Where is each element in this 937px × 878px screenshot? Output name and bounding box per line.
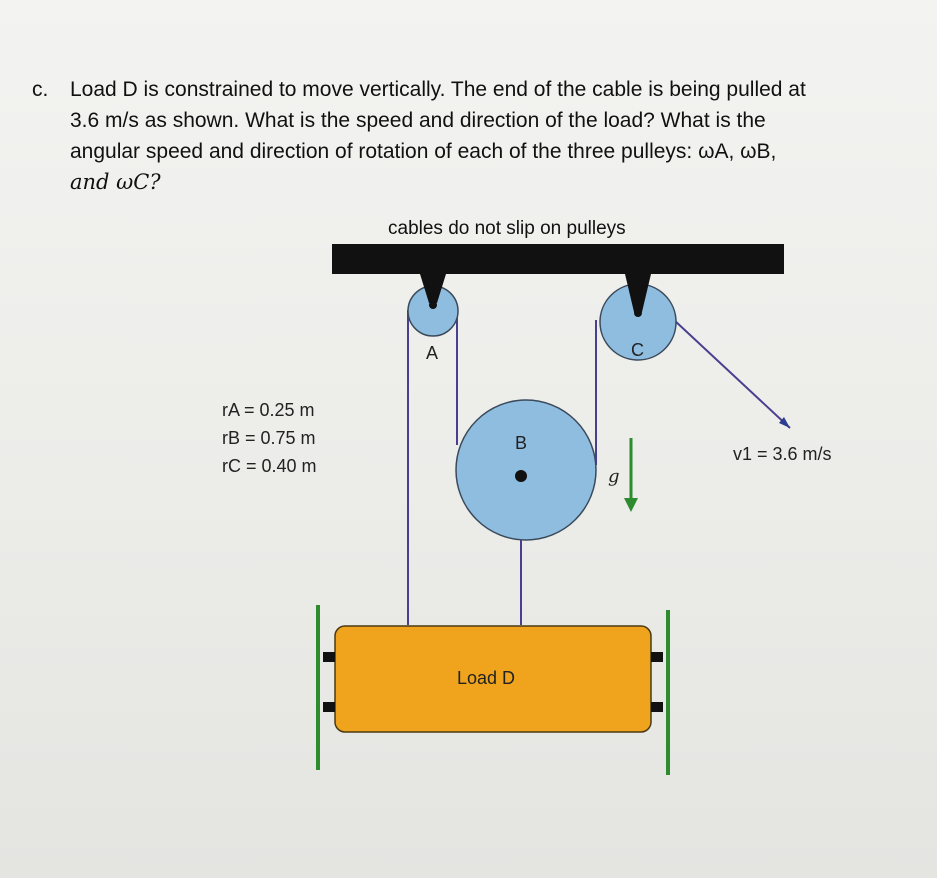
pulley-b-label: B — [515, 433, 527, 453]
problem-line-4: and ωC? — [70, 170, 161, 194]
pulley-a-label: A — [426, 343, 438, 363]
radius-c-label: rC = 0.40 m — [222, 456, 317, 476]
radius-a-label: rA = 0.25 m — [222, 400, 315, 420]
radius-b-label: rB = 0.75 m — [222, 428, 316, 448]
load-label: Load D — [457, 668, 515, 688]
gravity-arrow-icon — [624, 498, 638, 512]
pulley-c-label: C — [631, 340, 644, 360]
problem-statement: c. Load D is constrained to move vertica… — [32, 74, 912, 198]
pulley-c-bracket — [625, 274, 651, 312]
left-roller-top — [323, 652, 335, 662]
velocity-label: v1 = 3.6 m/s — [733, 444, 832, 464]
pulley-a-bracket — [420, 274, 446, 303]
gravity-label: g — [608, 466, 620, 487]
velocity-arrowhead-icon — [779, 417, 790, 428]
pulley-b — [455, 399, 597, 541]
left-roller-bottom — [323, 702, 335, 712]
right-roller-bottom — [651, 702, 663, 712]
load-d — [334, 625, 652, 733]
diagram-caption: cables do not slip on pulleys — [388, 218, 626, 239]
problem-label: c. — [32, 78, 49, 101]
problem-line-2: 3.6 m/s as shown. What is the speed and … — [70, 109, 766, 132]
pulley-c-axle — [634, 309, 642, 317]
problem-line-1: Load D is constrained to move vertically… — [70, 78, 806, 101]
ceiling-support — [332, 244, 784, 274]
pulley-b-axle — [515, 470, 527, 482]
problem-line-3: angular speed and direction of rotation … — [70, 140, 777, 163]
right-roller-top — [651, 652, 663, 662]
cable-pulled-end — [673, 319, 791, 429]
pulley-a-axle — [429, 301, 437, 309]
